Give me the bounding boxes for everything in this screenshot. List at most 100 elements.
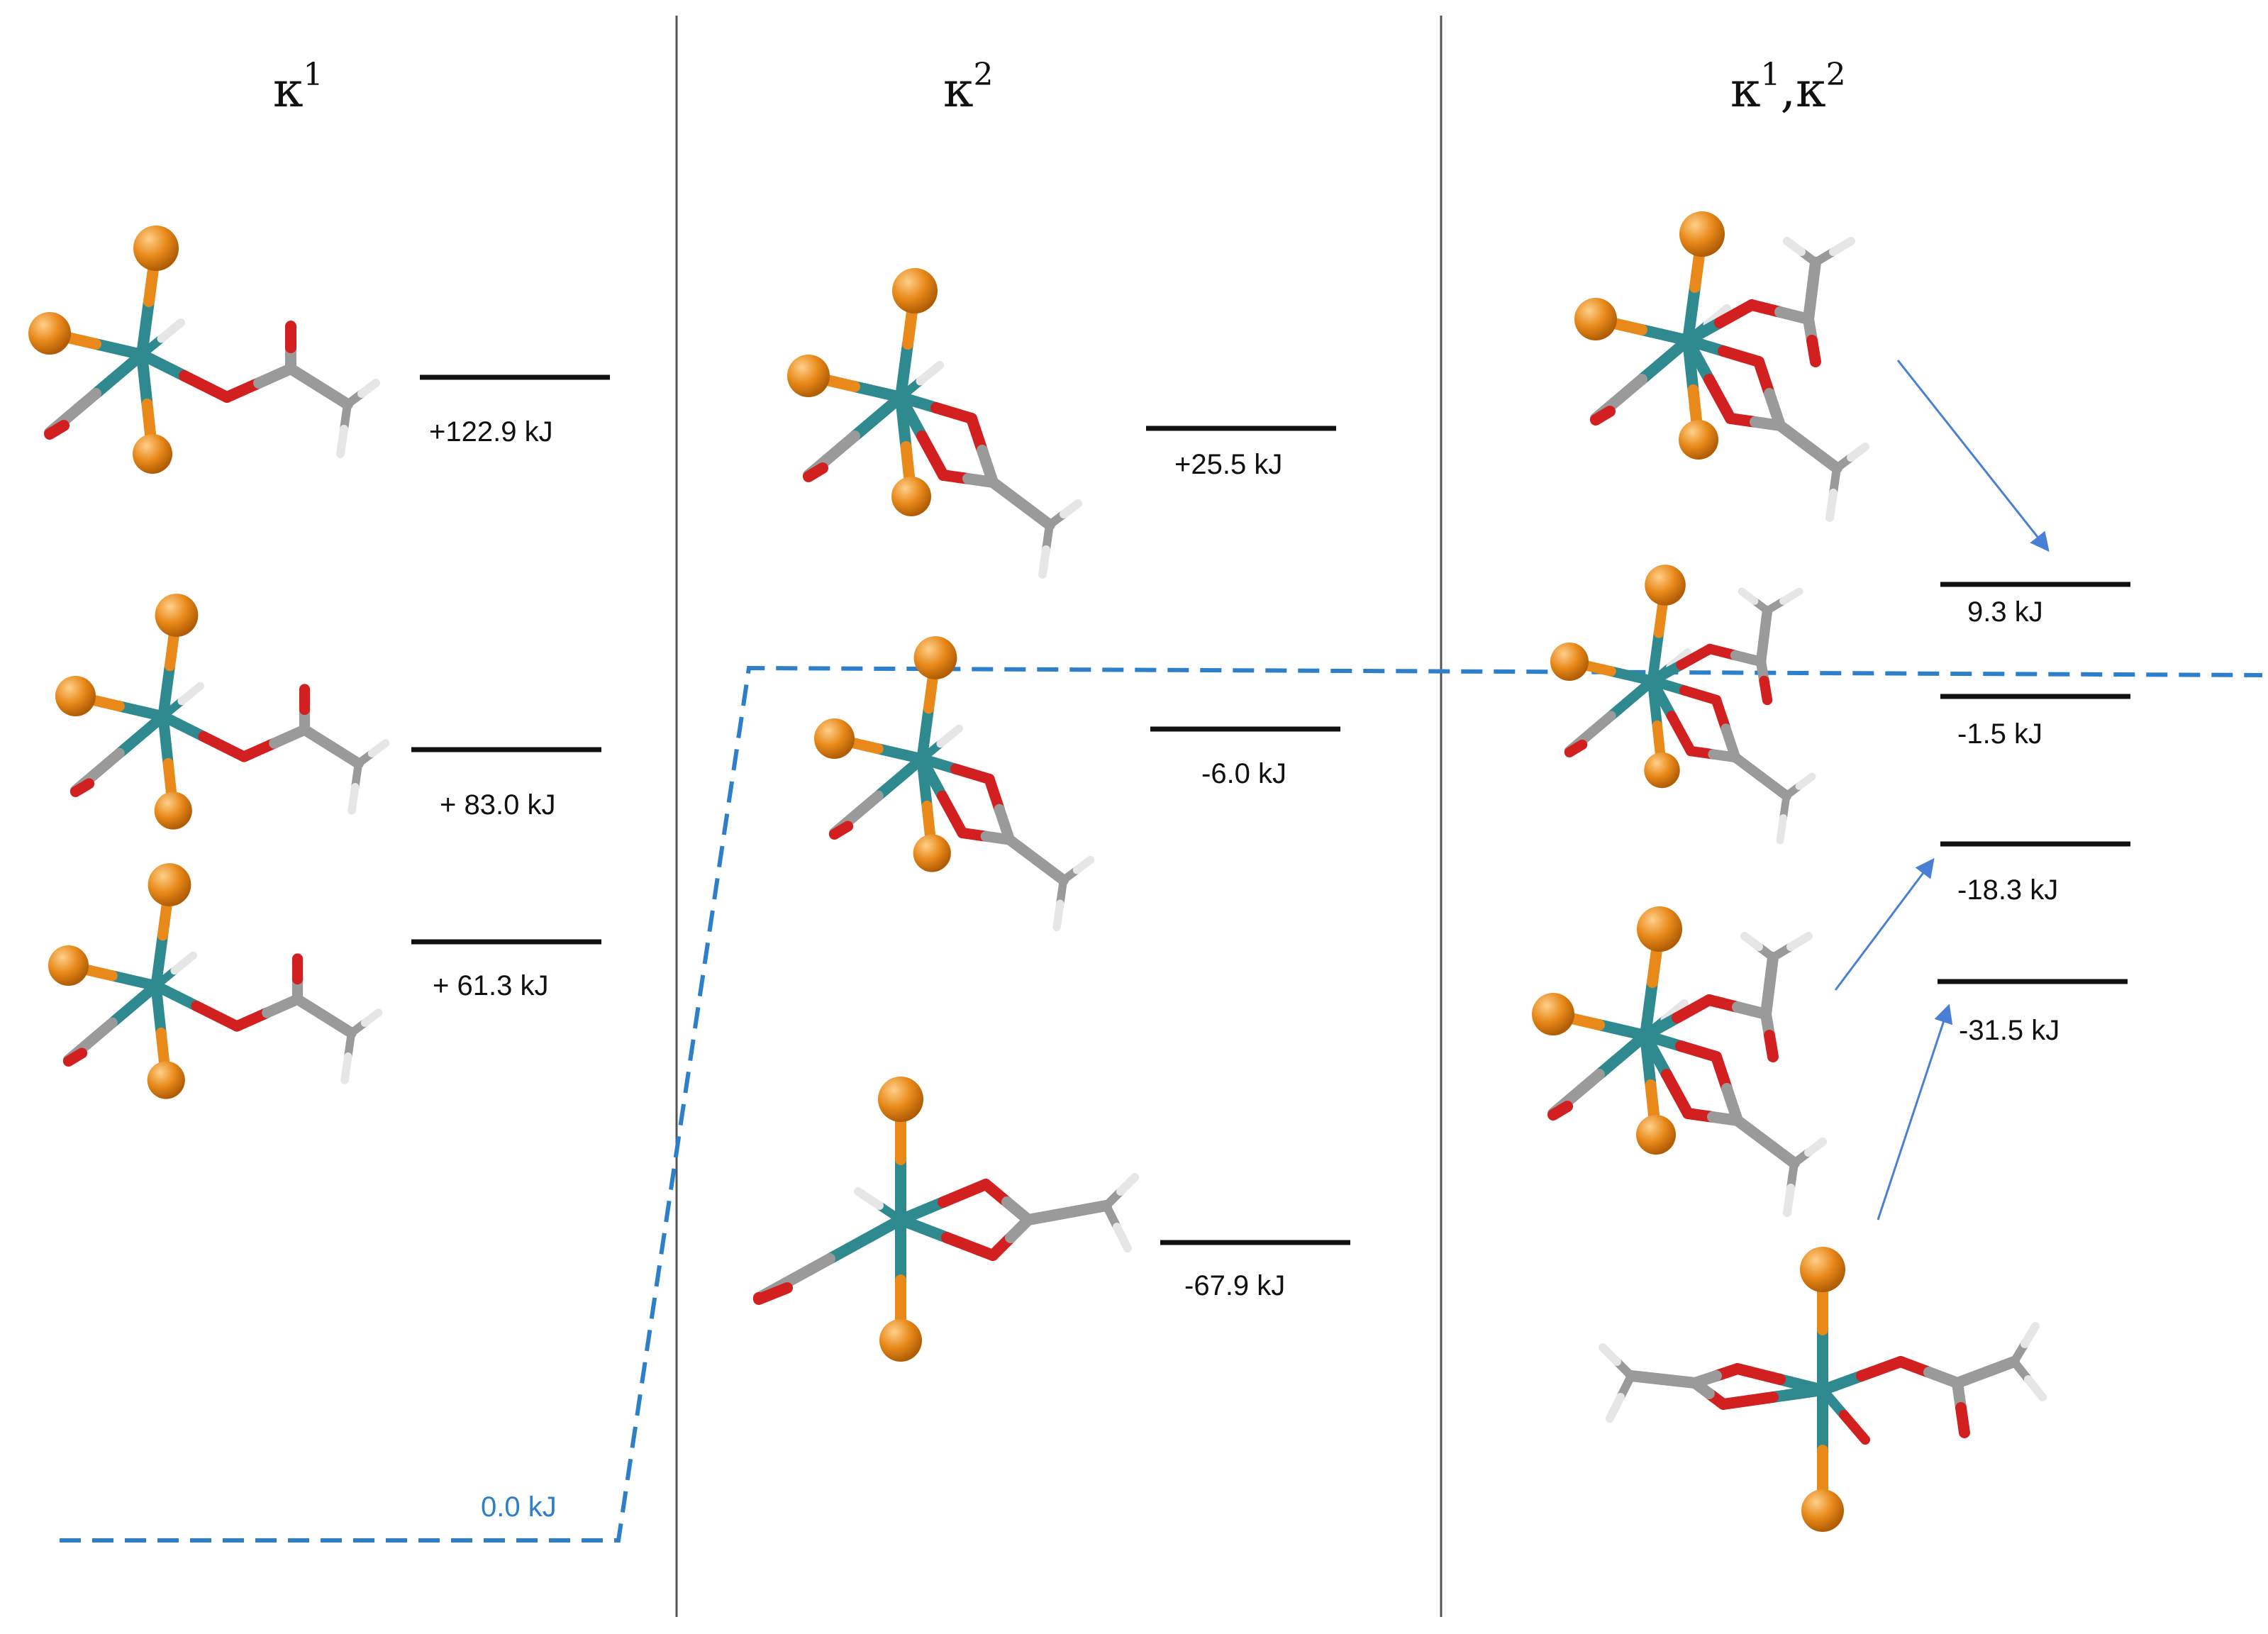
bond: [1625, 1370, 1669, 1385]
bromine-atom: [1644, 752, 1680, 789]
bond: [90, 349, 148, 399]
arrow-3: [1877, 1004, 1953, 1221]
bromine-atom: [1532, 993, 1574, 1035]
bond: [1795, 772, 1816, 790]
bond: [828, 821, 854, 840]
molecule-structure-icon: [814, 636, 1095, 932]
bond: [987, 477, 1027, 509]
energy-label: -67.9 kJ: [1184, 1270, 1285, 1301]
bond: [916, 361, 944, 386]
bond: [1783, 237, 1806, 256]
bromine-atom: [1636, 1115, 1676, 1155]
bond: [1764, 952, 1779, 991]
bond: [1764, 1030, 1779, 1062]
energy-label: -31.5 kJ: [1959, 1015, 2059, 1046]
bromine-atom: [55, 676, 96, 716]
bond: [191, 1000, 243, 1032]
bromine-atom: [1637, 906, 1682, 952]
bond: [44, 420, 70, 440]
bond: [1640, 977, 1658, 1041]
bond: [1839, 1410, 1870, 1445]
bromine-atom: [1679, 211, 1725, 257]
molecule-structure-icon: [1599, 1247, 2047, 1532]
bromine-atom: [1800, 1247, 1845, 1292]
bond: [1856, 1356, 1906, 1382]
metal-atom: [1645, 673, 1660, 689]
metal-atom: [1679, 332, 1696, 349]
bond: [1806, 335, 1821, 367]
bond: [1113, 1223, 1132, 1252]
bond: [326, 741, 365, 769]
bond: [367, 739, 390, 757]
title-symbol: κ: [273, 62, 304, 118]
title-symbol: κ: [1730, 62, 1761, 118]
bond: [1718, 1391, 1779, 1410]
bond: [1661, 1069, 1694, 1119]
bond: [2020, 1322, 2040, 1348]
molecule-structures: [28, 211, 2047, 1532]
title-sup: 1: [1761, 57, 1781, 93]
bromine-atom: [878, 1077, 923, 1122]
molecule-structure-icon: [1550, 565, 1816, 845]
bond: [1666, 711, 1696, 757]
bond: [157, 318, 185, 343]
bond: [872, 753, 928, 801]
bond: [340, 1052, 352, 1084]
bromine-atom: [148, 863, 191, 906]
energy-label: -18.3 kJ: [1957, 874, 2058, 906]
molecule-structure-icon: [48, 863, 383, 1099]
bond: [1718, 345, 1764, 367]
bond: [170, 951, 197, 975]
energy-label: -1.5 kJ: [1957, 718, 2042, 750]
metal-atom: [133, 346, 150, 363]
molecule-structure-icon: [28, 226, 380, 474]
bond: [1052, 899, 1064, 932]
bromine-atom: [133, 434, 172, 474]
bond: [1703, 374, 1736, 424]
bond: [1806, 257, 1821, 296]
arrow-1: [1896, 360, 2050, 552]
bromine-atom: [1645, 565, 1686, 606]
bromine-atom: [1574, 298, 1617, 340]
bond: [2024, 1375, 2047, 1401]
bond: [824, 1214, 906, 1265]
bond: [106, 980, 162, 1028]
energy-label: -6.0 kJ: [1201, 758, 1286, 789]
bond: [1038, 545, 1050, 579]
metal-atom: [1637, 1027, 1654, 1044]
bond: [1829, 237, 1855, 256]
bond: [1676, 643, 1716, 670]
reference-label: 0.0 kJ: [481, 1491, 557, 1523]
bond: [916, 703, 935, 765]
bond: [269, 724, 311, 749]
bond: [360, 1008, 383, 1027]
bond: [1547, 1101, 1573, 1121]
bond: [179, 370, 233, 403]
bond: [113, 711, 169, 759]
bond: [936, 724, 963, 748]
bromine-atom: [913, 834, 951, 872]
bond: [336, 425, 348, 458]
bond: [1755, 771, 1792, 801]
bond: [1599, 1343, 1621, 1366]
bond: [1564, 739, 1588, 758]
bond: [177, 682, 204, 706]
bond: [895, 338, 913, 403]
bond: [1776, 814, 1787, 845]
bromine-atom: [155, 594, 199, 637]
molecule-structure-icon: [787, 268, 1082, 579]
bond: [157, 660, 176, 722]
bromine-atom: [48, 945, 89, 986]
bromine-atom: [787, 355, 830, 397]
bond: [1825, 489, 1838, 522]
bond: [1030, 854, 1069, 886]
molecule-structure-icon: [753, 1077, 1139, 1362]
bromine-atom: [814, 718, 855, 759]
bond: [357, 379, 380, 398]
metal-atom: [148, 977, 165, 994]
bond: [1672, 994, 1715, 1023]
bond: [930, 402, 977, 424]
bond: [1730, 752, 1767, 782]
molecule-structure-icon: [1574, 211, 1869, 522]
bromine-atom: [147, 1061, 185, 1099]
